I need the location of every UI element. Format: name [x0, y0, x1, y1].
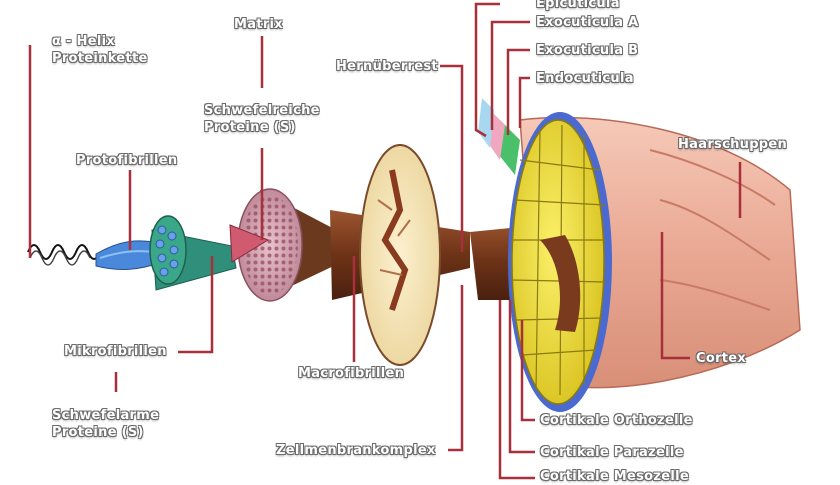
label-matrix: Matrix: [234, 17, 283, 32]
leader-exocuticula-a: [490, 20, 530, 130]
leader-hernuberrest: [440, 64, 464, 252]
label-epicuticula: Epicuticula: [536, 0, 620, 11]
label-schwefelreiche-line2: Proteine (S): [204, 120, 296, 135]
label-zellmembran: Zellmenbrankomplex: [276, 443, 436, 458]
label-schwefelarme: Schwefelarme Proteine (S): [52, 407, 159, 441]
leader-para: [508, 300, 535, 454]
leader-ortho: [520, 320, 535, 422]
label-schwefelarme-line1: Schwefelarme: [52, 408, 160, 423]
label-hernuberrest: Hernüberrest: [336, 59, 438, 74]
leader-meso: [498, 300, 535, 480]
label-meso: Cortikale Mesozelle: [540, 469, 690, 484]
label-exocuticula-a: Exocuticula A: [536, 15, 639, 30]
label-alpha-helix: α - Helix Proteinkette: [52, 33, 148, 67]
leader-mikrofibrillen: [178, 256, 214, 354]
label-endocuticula: Endocuticula: [536, 71, 634, 86]
label-alpha-helix-line2: Proteinkette: [52, 51, 148, 66]
leader-lines: [28, 2, 742, 480]
label-exocuticula-b: Exocuticula B: [536, 43, 639, 58]
label-cortex: Cortex: [696, 351, 747, 366]
label-schwefelreiche-line1: Schwefelreiche: [204, 103, 320, 118]
label-haarschuppen: Haarschuppen: [678, 137, 788, 152]
cortex-section: [470, 98, 801, 412]
leader-epicuticula: [474, 2, 500, 138]
label-para: Cortikale Parazelle: [540, 445, 684, 460]
leader-exocuticula-b: [506, 48, 530, 135]
alpha-helix-coil: [27, 244, 101, 266]
label-schwefelarme-line2: Proteine (S): [52, 425, 144, 440]
leader-endocuticula: [518, 76, 530, 128]
label-mikrofibrillen: Mikrofibrillen: [64, 344, 167, 359]
label-alpha-helix-line1: α - Helix: [52, 34, 116, 49]
label-protofibrillen: Protofibrillen: [76, 153, 178, 168]
label-schwefelreiche: Schwefelreiche Proteine (S): [204, 102, 320, 136]
leader-zellmembran: [448, 285, 464, 452]
label-macrofibrillen: Macrofibrillen: [298, 366, 405, 381]
label-ortho: Cortikale Orthozelle: [540, 413, 693, 428]
microfibril-shape: [149, 215, 237, 291]
macrofibril-shape: [229, 188, 342, 302]
matrix-section: [330, 144, 470, 366]
leader-cortex: [660, 232, 690, 360]
